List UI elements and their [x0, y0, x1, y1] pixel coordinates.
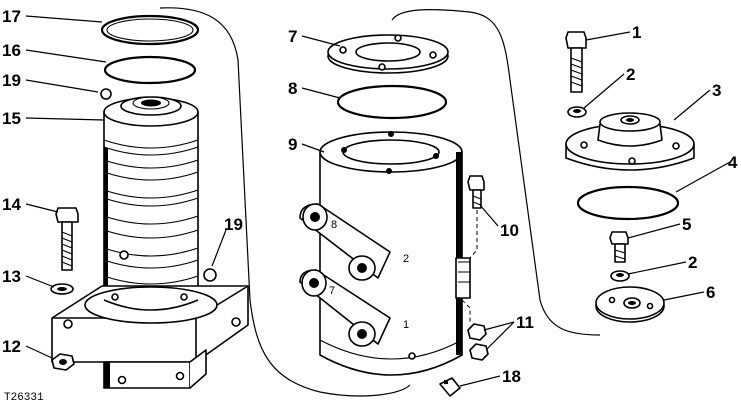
o-ring-16 — [103, 55, 197, 85]
o-ring-4 — [576, 185, 680, 221]
lock-washer-13 — [50, 283, 74, 295]
callout-19-lower: 19 — [224, 215, 243, 234]
fitting-18 — [439, 377, 461, 397]
callout-11: 11 — [516, 313, 534, 332]
port-label-2: 2 — [403, 253, 409, 265]
housing-9 — [299, 131, 471, 376]
callout-4: 4 — [728, 153, 738, 172]
callout-1: 1 — [632, 23, 641, 42]
callout-15: 15 — [2, 109, 21, 128]
callout-3: 3 — [712, 81, 721, 100]
callout-7: 7 — [288, 27, 297, 46]
o-ring-8 — [336, 84, 448, 120]
leader-lines — [25, 15, 731, 387]
callout-2-top: 2 — [626, 65, 635, 84]
port-label-8: 8 — [331, 219, 337, 231]
callout-2-lower: 2 — [688, 253, 697, 272]
callout-14: 14 — [2, 195, 21, 214]
flange-plate-7 — [327, 34, 449, 74]
callout-6: 6 — [706, 283, 715, 302]
callout-16: 16 — [2, 41, 21, 60]
callout-5: 5 — [682, 215, 691, 234]
ball-19-upper — [100, 88, 112, 100]
nut-12 — [51, 353, 75, 371]
cap-screw-14 — [55, 207, 79, 271]
callout-13: 13 — [2, 267, 21, 286]
callout-9: 9 — [288, 135, 297, 154]
callout-12: 12 — [2, 337, 21, 356]
nuts-11 — [467, 323, 489, 361]
ball-19-lower — [203, 268, 217, 282]
callout-10: 10 — [500, 221, 519, 240]
rotor-15 — [51, 96, 249, 389]
group-boundary-left — [159, 7, 411, 397]
callout-17: 17 — [2, 7, 21, 26]
figure-id: T26331 — [4, 392, 44, 404]
plate-6 — [595, 286, 665, 323]
callout-8: 8 — [288, 79, 297, 98]
callout-18: 18 — [502, 367, 521, 386]
port-label-7: 7 — [329, 285, 335, 297]
cap-screw-1 — [565, 31, 587, 93]
callout-19-upper: 19 — [2, 71, 21, 90]
lock-washer-2a — [567, 106, 587, 118]
port-label-1: 1 — [403, 319, 409, 331]
lock-washer-2b — [610, 270, 630, 282]
bolt-10 — [461, 175, 485, 322]
snap-ring-17 — [100, 14, 200, 46]
group-boundary-right — [391, 9, 601, 336]
cover-3 — [565, 112, 695, 171]
cap-screw-5 — [609, 231, 629, 263]
